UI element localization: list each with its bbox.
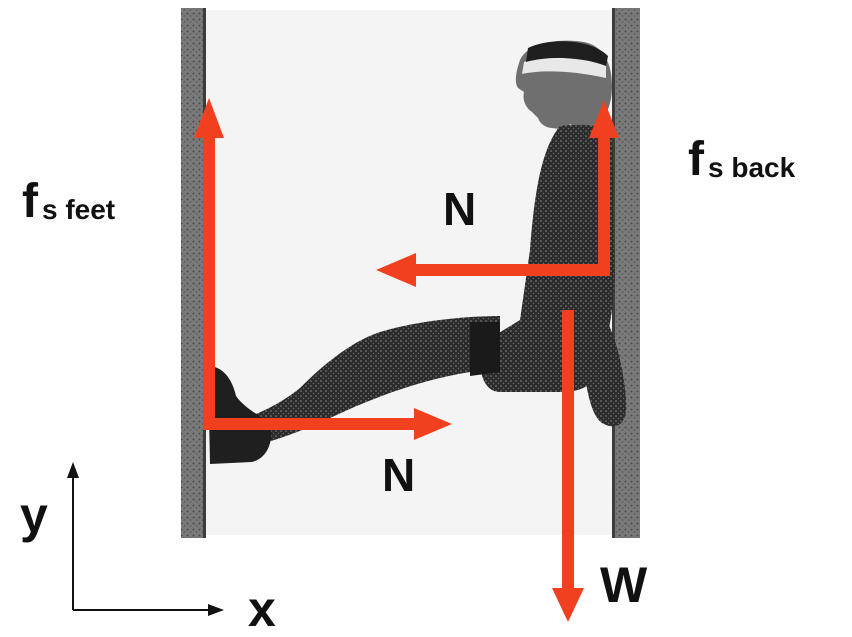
shorts (470, 322, 500, 376)
fs-back-subscript: s back (708, 152, 795, 183)
fs-back-symbol: f (688, 133, 704, 186)
normal-back-label: N (443, 186, 476, 232)
right-wall (614, 8, 640, 538)
weight-label: W (600, 560, 647, 610)
weight-shaft (562, 310, 574, 594)
x-axis-label: x (248, 584, 276, 634)
x-axis-arrowhead (208, 604, 224, 616)
normal-feet-shaft (203, 418, 423, 430)
left-wall (181, 8, 205, 538)
normal-feet-label: N (382, 452, 415, 498)
y-axis-label: y (20, 490, 48, 540)
fs-feet-shaft (203, 130, 215, 426)
fs-feet-symbol: f (22, 175, 38, 228)
fs-back-shaft (598, 130, 610, 276)
normal-back-shaft (408, 264, 610, 276)
fs-feet-subscript: s feet (42, 194, 115, 225)
weight-arrowhead (552, 588, 584, 622)
y-axis-arrowhead (67, 462, 79, 478)
